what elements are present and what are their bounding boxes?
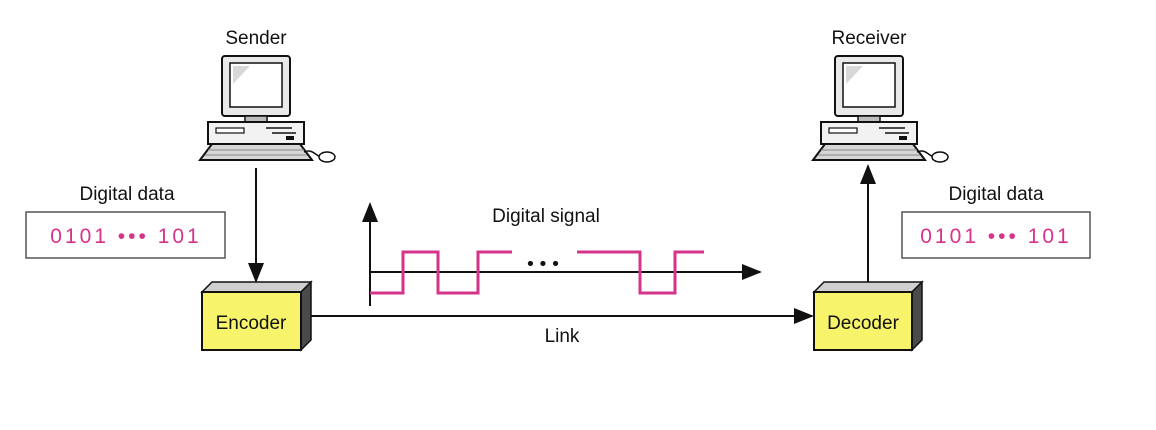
signal-waveform-right: [577, 250, 704, 295]
receiver-data-box: [901, 211, 1091, 259]
sender-label: Sender: [225, 28, 287, 49]
signal-ellipsis: •••: [525, 254, 563, 275]
encoder-label: Encoder: [216, 313, 287, 334]
receiver-bits: 0101 ••• 101: [920, 225, 1071, 248]
sender-data-box: [25, 211, 226, 259]
link-label: Link: [545, 326, 580, 347]
sender-digital-data-label: Digital data: [79, 184, 174, 205]
receiver-label: Receiver: [832, 28, 908, 49]
sender-computer-icon: [198, 55, 336, 163]
receiver-computer-icon: [811, 55, 949, 163]
encoder-box: [200, 280, 313, 352]
digital-signal-label: Digital signal: [492, 206, 600, 227]
signal-waveform-left: [370, 250, 512, 295]
receiver-digital-data-label: Digital data: [948, 184, 1043, 205]
decoder-box: [812, 280, 924, 352]
sender-bits: 0101 ••• 101: [50, 225, 201, 248]
decoder-label: Decoder: [827, 313, 899, 334]
